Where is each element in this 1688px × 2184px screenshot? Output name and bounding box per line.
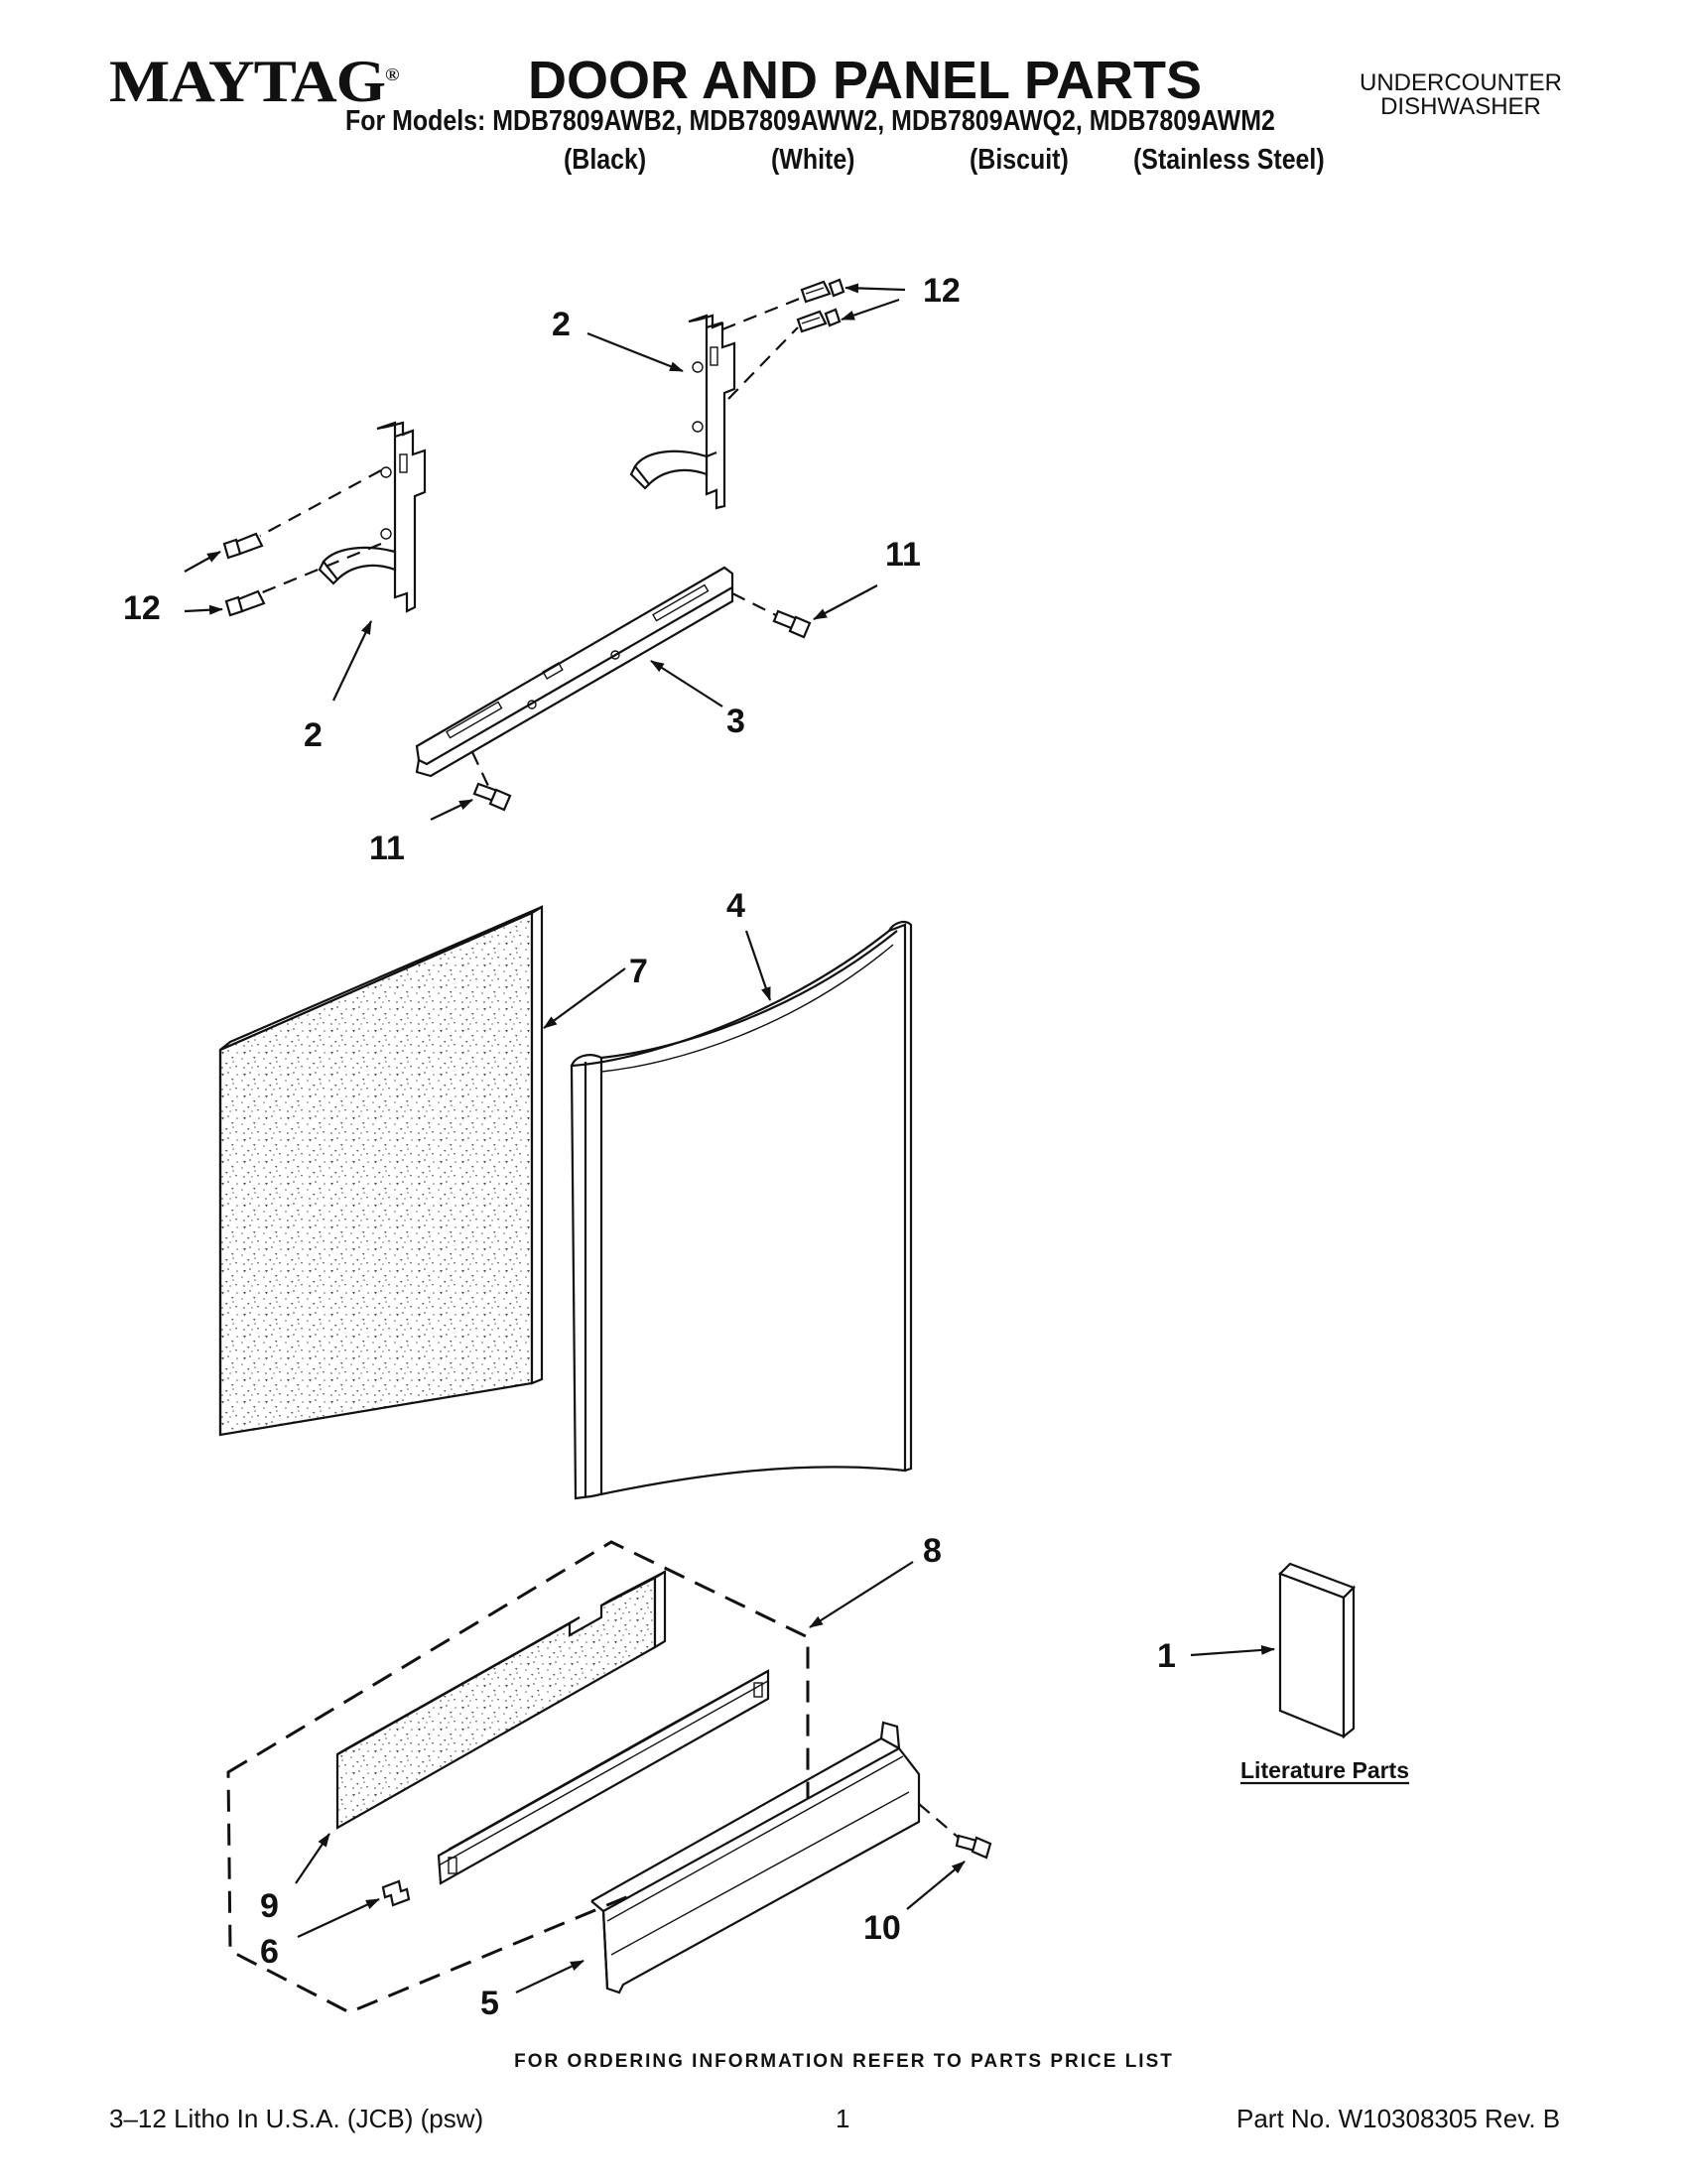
product-type-line-2: DISHWASHER xyxy=(1380,93,1541,120)
hinge-screw-upper-2 xyxy=(796,308,842,333)
callout-1: 1 xyxy=(1157,1637,1176,1675)
leader-2-top xyxy=(586,331,684,373)
toe-panel xyxy=(590,1721,921,1994)
callout-8: 8 xyxy=(923,1532,942,1570)
leader-1 xyxy=(1190,1644,1275,1657)
hinge-bracket-upper xyxy=(629,314,736,510)
callout-4: 4 xyxy=(726,887,745,925)
screw-dash-line-6 xyxy=(471,751,489,787)
literature-booklet xyxy=(1278,1562,1356,1739)
brand-name: MAYTAG xyxy=(109,49,386,114)
callout-12-left: 12 xyxy=(123,589,161,627)
hinge-screw-upper-1 xyxy=(800,278,845,304)
toe-insulation-strip xyxy=(335,1570,667,1830)
door-insulation-panel xyxy=(218,905,544,1437)
callout-5: 5 xyxy=(480,1985,499,2022)
hinge-screw-lower-1 xyxy=(222,532,264,560)
callout-11-right: 11 xyxy=(885,536,921,574)
outer-door-panel xyxy=(570,921,913,1500)
leader-3 xyxy=(650,660,723,707)
leader-11-right xyxy=(813,584,878,620)
screw-dash-line-1 xyxy=(721,296,803,331)
leader-12-left-a xyxy=(184,551,221,573)
leader-5 xyxy=(515,1960,584,1993)
screw-dash-line-7 xyxy=(918,1803,960,1839)
leader-6 xyxy=(297,1898,380,1938)
callout-3: 3 xyxy=(726,703,745,740)
callout-9: 9 xyxy=(260,1887,279,1925)
callout-11-left: 11 xyxy=(369,830,405,867)
color-stainless-steel: (Stainless Steel) xyxy=(1133,144,1325,176)
model-list: For Models: MDB7809AWB2, MDB7809AWW2, MD… xyxy=(345,105,1275,137)
kit-boundary xyxy=(226,1540,810,2014)
rail-screw-right xyxy=(772,609,812,639)
callout-6: 6 xyxy=(260,1933,279,1971)
toe-mounting-strip xyxy=(437,1669,770,1885)
registered-mark: ® xyxy=(384,64,400,84)
part-number: Part No. W10308305 Rev. B xyxy=(1236,2104,1561,2133)
callout-10: 10 xyxy=(863,1909,901,1947)
leader-4 xyxy=(744,930,772,1001)
litho-info: 3–12 Litho In U.S.A. (JCB) (psw) xyxy=(109,2104,484,2133)
brand-logo: MAYTAG® xyxy=(109,48,400,116)
product-type-line-1: UNDERCOUNTER xyxy=(1360,69,1562,96)
callout-12-top: 12 xyxy=(923,272,961,310)
rail-screw-left xyxy=(472,782,512,812)
screw-dash-line-2 xyxy=(727,326,799,400)
leader-2-left xyxy=(332,620,372,702)
leader-12-top-b xyxy=(841,298,900,321)
toe-panel-clip xyxy=(381,1879,411,1907)
ordering-note: FOR ORDERING INFORMATION REFER TO PARTS … xyxy=(514,2051,1174,2072)
product-type: UNDERCOUNTER DISHWASHER xyxy=(1360,71,1562,119)
hinge-bracket-lower xyxy=(318,421,427,613)
leader-12-top-a xyxy=(844,283,906,294)
leader-12-left-b xyxy=(184,604,223,615)
callout-2-left: 2 xyxy=(304,716,323,754)
color-biscuit: (Biscuit) xyxy=(970,144,1069,176)
leader-8 xyxy=(809,1561,914,1628)
hinge-screw-lower-2 xyxy=(224,589,266,617)
screw-dash-line-5 xyxy=(731,592,777,616)
color-black: (Black) xyxy=(564,144,647,176)
page-title: DOOR AND PANEL PARTS xyxy=(528,51,1203,110)
literature-parts-label: Literature Parts xyxy=(1240,1757,1409,1783)
toe-panel-screw xyxy=(955,1834,992,1860)
leader-7 xyxy=(543,967,626,1029)
callout-2-top: 2 xyxy=(552,306,571,343)
page-number: 1 xyxy=(836,2104,850,2133)
leader-10 xyxy=(906,1861,966,1910)
door-rail xyxy=(415,566,734,778)
leader-9 xyxy=(295,1833,330,1884)
screw-dash-line-3 xyxy=(259,469,382,537)
color-white: (White) xyxy=(771,144,855,176)
leader-11-left xyxy=(430,799,473,821)
callout-7: 7 xyxy=(629,953,648,990)
